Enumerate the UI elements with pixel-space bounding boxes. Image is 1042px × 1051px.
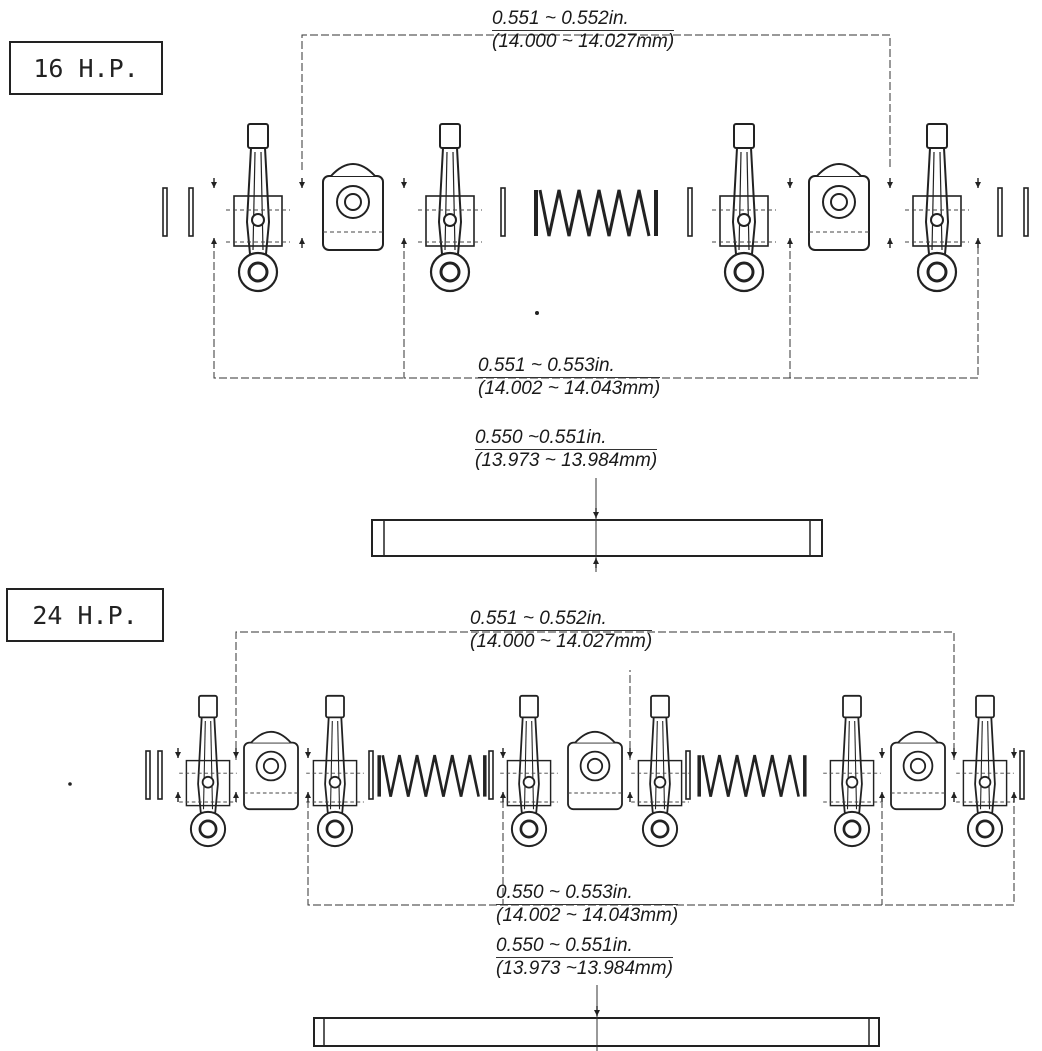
hp24-washer <box>145 750 151 800</box>
hp24-washer <box>685 750 691 800</box>
hp24-dot <box>68 782 72 786</box>
hp24-shaft-bracket <box>890 730 946 811</box>
hp16-label: 16 H.P. <box>9 41 163 95</box>
hp24-shaft-mm: (13.973 ~13.984mm) <box>496 958 673 979</box>
hp24-rocker-arm <box>954 694 1016 848</box>
hp16-washer <box>687 187 693 237</box>
hp16-washer <box>162 187 168 237</box>
hp24-shaft-bracket <box>243 730 299 811</box>
hp24-rocker-arm <box>498 694 560 848</box>
hp16-bushing-leader <box>301 34 891 170</box>
hp24-shaft-inch: 0.550 ~ 0.551in. <box>496 935 673 958</box>
hp16-washer <box>500 187 506 237</box>
hp24-washer <box>1019 750 1025 800</box>
hp16-bracket-inch: 0.551 ~ 0.553in. <box>478 355 661 378</box>
hp16-shaft-bracket <box>808 163 870 251</box>
hp24-rocker-arm <box>629 694 691 848</box>
hp24-spring <box>376 753 488 798</box>
hp24-bracket-inch: 0.550 ~ 0.553in. <box>496 882 679 905</box>
hp16-shaft-bracket <box>322 163 384 251</box>
hp16-bushing-inch: 0.551 ~ 0.552in. <box>492 8 675 31</box>
hp24-bushing-mm: (14.000 ~ 14.027mm) <box>470 631 653 652</box>
hp16-assembly <box>162 34 1029 572</box>
hp16-dot <box>535 311 539 315</box>
hp24-bushing-inch: 0.551 ~ 0.552in. <box>470 608 653 631</box>
hp24-assembly <box>68 631 1025 1051</box>
hp16-bracket-leader <box>213 240 979 379</box>
hp24-bracket-mm: (14.002 ~ 14.043mm) <box>496 905 679 926</box>
hp16-bushing-dimension: 0.551 ~ 0.552in. (14.000 ~ 14.027mm) <box>492 8 675 53</box>
hp24-rocker-arm <box>304 694 366 848</box>
hp16-bracket-mm: (14.002 ~ 14.043mm) <box>478 378 661 399</box>
hp16-rocker-arm <box>224 122 292 293</box>
hp24-shaft-dimension: 0.550 ~ 0.551in. (13.973 ~13.984mm) <box>496 935 673 980</box>
hp16-washer <box>997 187 1003 237</box>
hp16-shaft-mm: (13.973 ~ 13.984mm) <box>475 450 658 471</box>
hp24-spring <box>696 753 808 798</box>
hp24-bracket-leader <box>307 800 1015 906</box>
hp24-label: 24 H.P. <box>6 588 164 642</box>
hp24-rocker-arm <box>177 694 239 848</box>
hp24-washer <box>368 750 374 800</box>
hp16-spring <box>532 188 660 238</box>
hp24-shaft-bracket <box>567 730 623 811</box>
hp16-washer <box>1023 187 1029 237</box>
hp16-rocker-arm <box>710 122 778 293</box>
hp24-rocker-shaft <box>313 985 880 1051</box>
hp16-bushing-mm: (14.000 ~ 14.027mm) <box>492 31 675 52</box>
hp16-shaft-inch: 0.550 ~0.551in. <box>475 427 658 450</box>
hp16-rocker-arm <box>903 122 971 293</box>
hp24-bracket-dimension: 0.550 ~ 0.553in. (14.002 ~ 14.043mm) <box>496 882 679 927</box>
hp16-washer <box>188 187 194 237</box>
hp24-bushing-leader <box>235 631 955 760</box>
hp24-rocker-arm <box>821 694 883 848</box>
hp16-shaft-dimension: 0.550 ~0.551in. (13.973 ~ 13.984mm) <box>475 427 658 472</box>
hp24-washer <box>488 750 494 800</box>
hp16-rocker-arm <box>416 122 484 293</box>
hp24-washer <box>157 750 163 800</box>
hp16-bracket-dimension: 0.551 ~ 0.553in. (14.002 ~ 14.043mm) <box>478 355 661 400</box>
hp24-bushing-dimension: 0.551 ~ 0.552in. (14.000 ~ 14.027mm) <box>470 608 653 653</box>
hp16-rocker-shaft <box>371 478 823 572</box>
